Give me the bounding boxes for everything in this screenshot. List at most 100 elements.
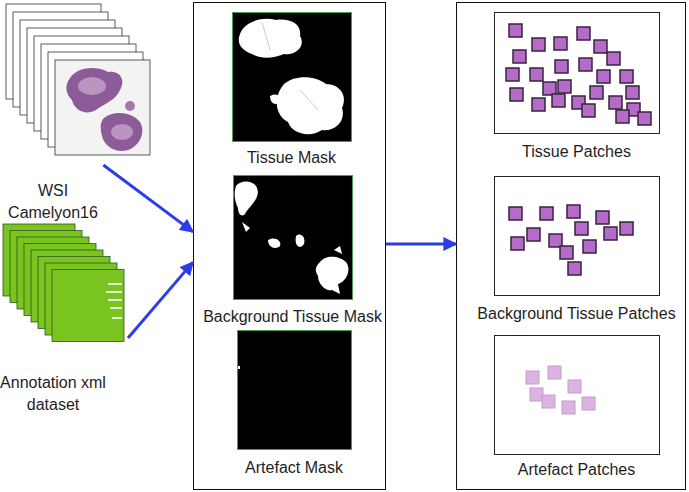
mask-region [296,234,305,246]
mask-background [232,12,352,142]
annotation-line [108,299,122,301]
annotation-line [108,283,122,285]
artefact-mask-image [237,330,352,450]
patch [555,60,568,73]
patch [638,112,651,125]
patch [510,88,523,101]
patch [607,52,620,65]
annotation-line [110,307,122,309]
patch [549,234,562,247]
patch [554,37,567,50]
patch [532,98,545,111]
patch [568,380,581,393]
patch [540,207,553,220]
mask-region [239,19,302,58]
node-label: Background Tissue Mask [203,306,382,328]
image-stack: WSI Camelyon16 [0,0,152,165]
patch [582,397,595,410]
patch [527,228,540,241]
tissue-patches-image [506,24,651,125]
tissue-blob [125,101,135,111]
image-stack: Annotation xml dataset [0,222,128,348]
patch [577,27,590,40]
patch [626,86,639,99]
patch [620,222,633,235]
patch [604,227,617,240]
mask-region [268,238,280,248]
patch [526,371,539,384]
mask-region [238,366,240,369]
patch [513,50,526,63]
tissue-mask-image [232,12,352,142]
wsi-stack [6,4,150,155]
mask-region [242,222,250,232]
patch [590,86,603,99]
patch [616,110,629,123]
patch [542,395,555,408]
artefact-patches-image [526,366,595,414]
mask-region [235,182,258,216]
patch [567,205,580,218]
node-label: WSI Camelyon16 [3,180,103,224]
tissue-blob [101,113,143,151]
node-label: Artefact Mask [245,457,343,479]
mask-crack [262,22,318,110]
annotation-line [106,291,122,293]
mask-region [270,94,280,104]
patch [568,262,581,275]
group-box: Tissue MaskBackground Tissue MaskArtefac… [193,2,386,490]
patch [530,68,543,81]
mask-box: Tissue Mask [232,12,352,142]
mask-region [277,77,344,134]
patch [558,80,571,93]
background-patches-image [509,205,633,275]
background-mask-image [233,175,353,300]
patch [543,82,556,95]
patch [575,222,588,235]
tissue-blob [66,68,122,112]
flow-arrow [103,165,193,232]
patch [620,70,633,83]
patch [579,58,592,71]
patch-box: Artefact Patches [494,335,660,455]
patch [596,211,609,224]
patch [509,207,522,220]
mask-background [237,330,352,450]
node-label: Artefact Patches [518,459,635,481]
patch [583,240,596,253]
patch [560,246,573,259]
mask-box: Artefact Mask [237,330,352,450]
mask-region [316,257,349,294]
patch [532,38,545,51]
mask-box: Background Tissue Mask [233,175,353,300]
wsi-tissue [66,68,142,151]
tissue-shade [111,124,133,140]
patch [506,68,519,81]
patch [509,24,522,37]
wsi-sheet [55,60,150,155]
patch [552,94,565,107]
patch [609,96,622,109]
node-label: Background Tissue Patches [477,303,675,325]
node-label: Annotation xml dataset [0,372,106,416]
annotation-stack [3,224,124,342]
group-box: Tissue PatchesBackground Tissue PatchesA… [456,2,686,490]
patch [548,366,561,379]
node-label: Tissue Patches [522,141,631,163]
patch [582,104,595,117]
patch-box: Tissue Patches [494,12,660,134]
flow-arrow [386,243,456,246]
patch [530,388,543,401]
annotation-sheet [52,270,124,342]
mask-background [233,175,353,300]
patch [597,70,610,83]
mask-region [334,246,342,254]
patch [594,40,607,53]
annotation-lines [106,284,122,318]
node-label: Tissue Mask [247,147,336,169]
patch-box: Background Tissue Patches [494,176,660,296]
